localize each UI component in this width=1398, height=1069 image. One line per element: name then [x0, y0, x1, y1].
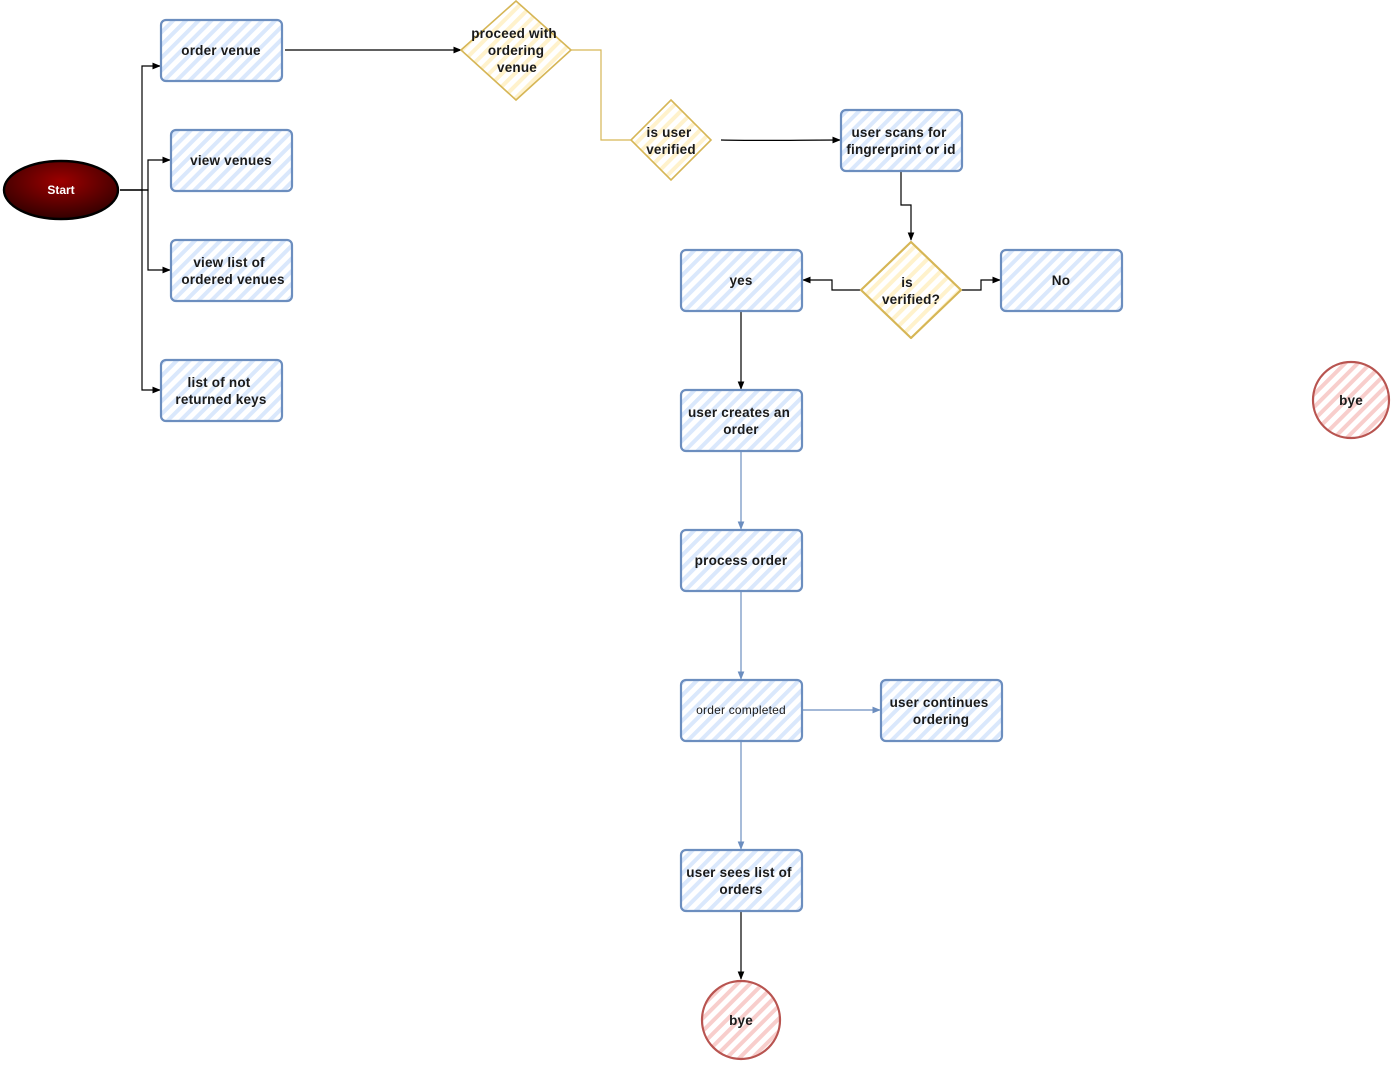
creates-order-label: user creates an order — [688, 405, 794, 437]
order-venue-box — [159, 18, 284, 83]
yes-label: yes — [729, 273, 752, 288]
view-venues-box — [169, 128, 294, 193]
process-order-label: process order — [695, 553, 788, 568]
bye-right-line-1: bye — [1339, 393, 1363, 408]
not-returned-line-1: list of not — [188, 375, 251, 390]
edge-start-to-view-ordered — [120, 189, 171, 274]
sees-list-node[interactable]: user sees list of orders — [679, 848, 804, 913]
proceed-line-3: venue — [497, 60, 537, 75]
process-order-box — [679, 528, 804, 593]
not-returned-label: list of not returned keys — [175, 375, 266, 407]
bye-right-circle — [1311, 360, 1391, 440]
user-scans-line-1: user scans for — [851, 125, 947, 140]
continues-ordering-node[interactable]: user continues ordering — [879, 678, 1004, 743]
order-venue-label: order venue — [181, 43, 261, 58]
bye-right-node[interactable]: bye — [1311, 360, 1391, 440]
user-scans-box — [839, 108, 964, 173]
proceed-diamond — [459, 0, 573, 102]
view-ordered-line-2: ordered venues — [181, 272, 284, 287]
edge-start-to-view-venues — [120, 156, 171, 191]
process-order-node[interactable]: process order — [679, 528, 804, 593]
no-node[interactable]: No — [999, 248, 1124, 313]
continues-label: user continues ordering — [890, 695, 993, 727]
start-ellipse — [2, 159, 120, 221]
edge-is-verified-to-no — [961, 276, 1001, 291]
not-returned-box — [159, 358, 284, 423]
edge-is-verified-to-yes — [802, 276, 861, 291]
process-order-line-1: process order — [695, 553, 788, 568]
creates-order-node[interactable]: user creates an order — [679, 388, 804, 453]
not-returned-line-2: returned keys — [175, 392, 266, 407]
is-user-verified-diamond — [629, 98, 713, 182]
sees-list-box — [679, 848, 804, 913]
bye-bottom-circle — [700, 979, 782, 1061]
is-verified-line-2: verified? — [882, 292, 940, 307]
proceed-line-1: proceed with — [471, 26, 557, 41]
start-node[interactable]: Start — [2, 159, 120, 221]
view-ordered-venues-node[interactable]: view list of ordered venues — [169, 238, 294, 303]
view-venues-label: view venues — [190, 153, 272, 168]
no-line-1: No — [1052, 273, 1070, 288]
no-label: No — [1052, 273, 1070, 288]
edges — [120, 46, 1001, 980]
order-completed-node[interactable]: order completed — [679, 678, 804, 743]
edge-start-to-not-returned — [141, 190, 161, 394]
is-user-verified-line-1: is user — [647, 125, 692, 140]
view-venues-node[interactable]: view venues — [169, 128, 294, 193]
no-box — [999, 248, 1124, 313]
yes-box — [679, 248, 804, 313]
is-user-verified-line-2: verified — [646, 142, 696, 157]
not-returned-keys-node[interactable]: list of not returned keys — [159, 358, 284, 423]
order-completed-label: order completed — [696, 703, 786, 717]
user-scans-line-2: fingrerprint or id — [846, 142, 955, 157]
is-verified-diamond — [859, 240, 963, 340]
order-venue-line-1: order venue — [181, 43, 261, 58]
view-ordered-box — [169, 238, 294, 303]
order-venue-node[interactable]: order venue — [159, 18, 284, 83]
is-user-verified-label: is user verified — [646, 125, 696, 157]
is-verified-decision-node[interactable]: is verified? — [859, 240, 963, 340]
view-venues-line-1: view venues — [190, 153, 272, 168]
user-scans-label: user scans for fingrerprint or id — [846, 125, 955, 157]
creates-order-box — [679, 388, 804, 453]
order-completed-line-1: order completed — [696, 703, 786, 717]
order-completed-box — [679, 678, 804, 743]
sees-list-label: user sees list of orders — [686, 865, 795, 897]
creates-order-line-2: order — [723, 422, 759, 437]
bye-right-label: bye — [1339, 393, 1363, 408]
continues-box — [879, 678, 1004, 743]
edge-user-scans-to-is-verified — [900, 172, 915, 241]
continues-line-2: ordering — [913, 712, 969, 727]
yes-line-1: yes — [729, 273, 752, 288]
user-scans-node[interactable]: user scans for fingrerprint or id — [839, 108, 964, 173]
proceed-decision-node[interactable]: proceed with ordering venue — [459, 0, 573, 102]
edge-start-to-order-venue — [120, 62, 161, 191]
yes-node[interactable]: yes — [679, 248, 804, 313]
proceed-label: proceed with ordering venue — [471, 26, 561, 75]
edge-proceed-to-is-user-verified — [571, 49, 631, 141]
bye-bottom-line-1: bye — [729, 1013, 753, 1028]
view-ordered-label: view list of ordered venues — [181, 255, 284, 287]
proceed-line-2: ordering — [488, 43, 544, 58]
start-label: Start — [47, 183, 74, 197]
is-verified-line-1: is — [901, 275, 913, 290]
bye-bottom-label: bye — [729, 1013, 753, 1028]
view-ordered-line-1: view list of — [193, 255, 265, 270]
sees-list-line-2: orders — [719, 882, 762, 897]
is-user-verified-decision-node[interactable]: is user verified — [629, 98, 713, 182]
sees-list-line-1: user sees list of — [686, 865, 792, 880]
is-verified-label: is verified? — [882, 275, 940, 307]
creates-order-line-1: user creates an — [688, 405, 790, 420]
continues-line-1: user continues — [890, 695, 989, 710]
bye-bottom-node[interactable]: bye — [700, 979, 782, 1061]
